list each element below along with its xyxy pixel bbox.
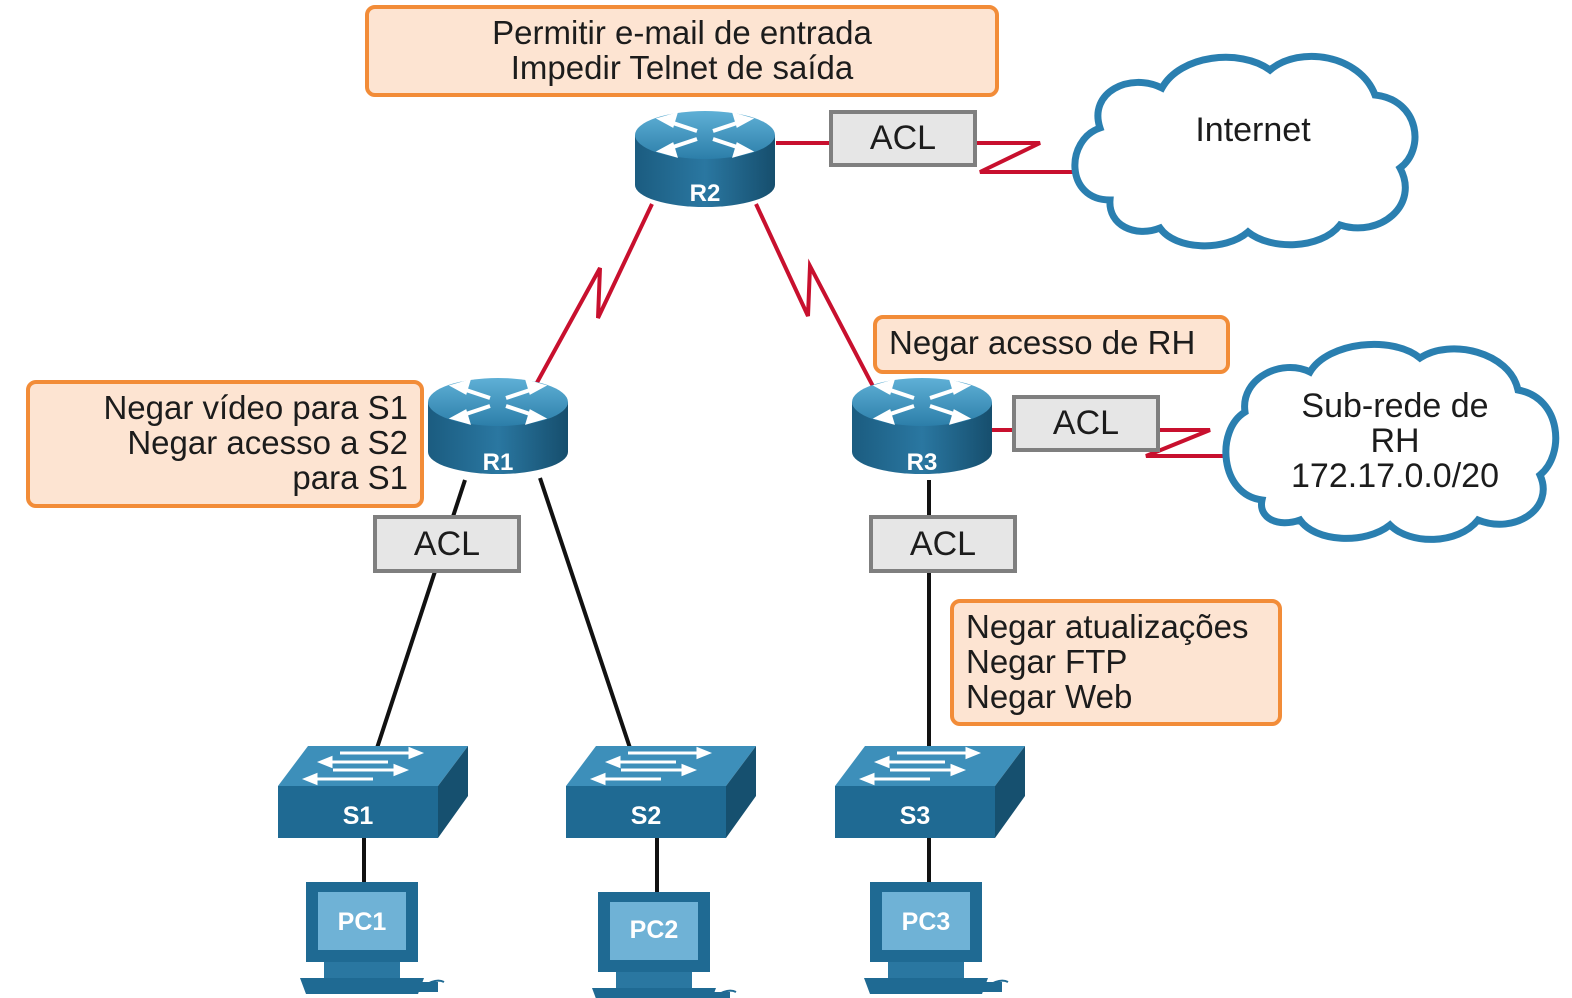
router-r3-label: R3 [907, 449, 938, 476]
serial-links [532, 141, 1230, 458]
router-r2[interactable]: R2 [633, 109, 777, 209]
pc-pc1[interactable]: PC1 [299, 881, 445, 995]
switch-s1-label: S1 [343, 802, 374, 830]
note-r2-line-2: Impedir Telnet de saída [510, 49, 854, 86]
note-r1-line-3: para S1 [292, 459, 408, 496]
switch-s3-label: S3 [900, 802, 931, 830]
note-r2-policy: Permitir e-mail de entrada Impedir Telne… [365, 5, 999, 97]
note-r3-line-1: Negar acesso de RH [889, 324, 1196, 361]
link-r2-r3 [754, 203, 878, 393]
switch-s2[interactable]: S2 [564, 744, 758, 840]
pc-pc1-label: PC1 [338, 908, 387, 936]
switch-s1[interactable]: S1 [276, 744, 470, 840]
note-s3-line-3: Negar Web [966, 678, 1133, 715]
note-s3-line-2: Negar FTP [966, 643, 1128, 680]
pc-pc2-label: PC2 [630, 916, 679, 944]
link-r2-r1 [532, 203, 654, 389]
note-s3-line-1: Negar atualizações [966, 608, 1249, 645]
acl-r3-hr[interactable]: ACL [1012, 395, 1160, 452]
hr-subnet-label: Sub-rede de RH 172.17.0.0/20 [1262, 389, 1528, 494]
acl-r1-s1[interactable]: ACL [373, 515, 521, 573]
note-r1-line-2: Negar acesso a S2 [127, 424, 408, 461]
router-r1-label: R1 [483, 449, 514, 476]
router-r1[interactable]: R1 [426, 376, 570, 476]
hr-subnet-line-2: RH [1370, 422, 1420, 460]
internet-label: Internet [1195, 111, 1311, 149]
note-r1-line-1: Negar vídeo para S1 [103, 389, 408, 426]
acl-r3-s3[interactable]: ACL [869, 515, 1017, 573]
router-r2-label: R2 [690, 180, 721, 207]
switch-s2-label: S2 [631, 802, 662, 830]
pc-pc2[interactable]: PC2 [591, 891, 737, 998]
link-r1-s2 [538, 477, 632, 749]
link-r3-hr [992, 428, 1230, 458]
link-r2-internet [776, 141, 1080, 174]
note-r3-policy: Negar acesso de RH [873, 315, 1230, 374]
pc-pc3[interactable]: PC3 [863, 881, 1009, 995]
internet-cloud [1071, 52, 1419, 250]
note-r2-line-1: Permitir e-mail de entrada [492, 14, 872, 51]
router-r3[interactable]: R3 [850, 376, 994, 476]
hr-subnet-cloud [1222, 340, 1560, 543]
switch-s3[interactable]: S3 [833, 744, 1027, 840]
acl-r2-internet[interactable]: ACL [829, 110, 977, 167]
hr-subnet-line-3: 172.17.0.0/20 [1291, 457, 1499, 495]
pc-pc3-label: PC3 [902, 908, 951, 936]
note-r1-policy: Negar vídeo para S1 Negar acesso a S2 pa… [26, 380, 424, 508]
note-s3-policy: Negar atualizações Negar FTP Negar Web [950, 599, 1282, 726]
hr-subnet-line-1: Sub-rede de [1301, 387, 1489, 425]
